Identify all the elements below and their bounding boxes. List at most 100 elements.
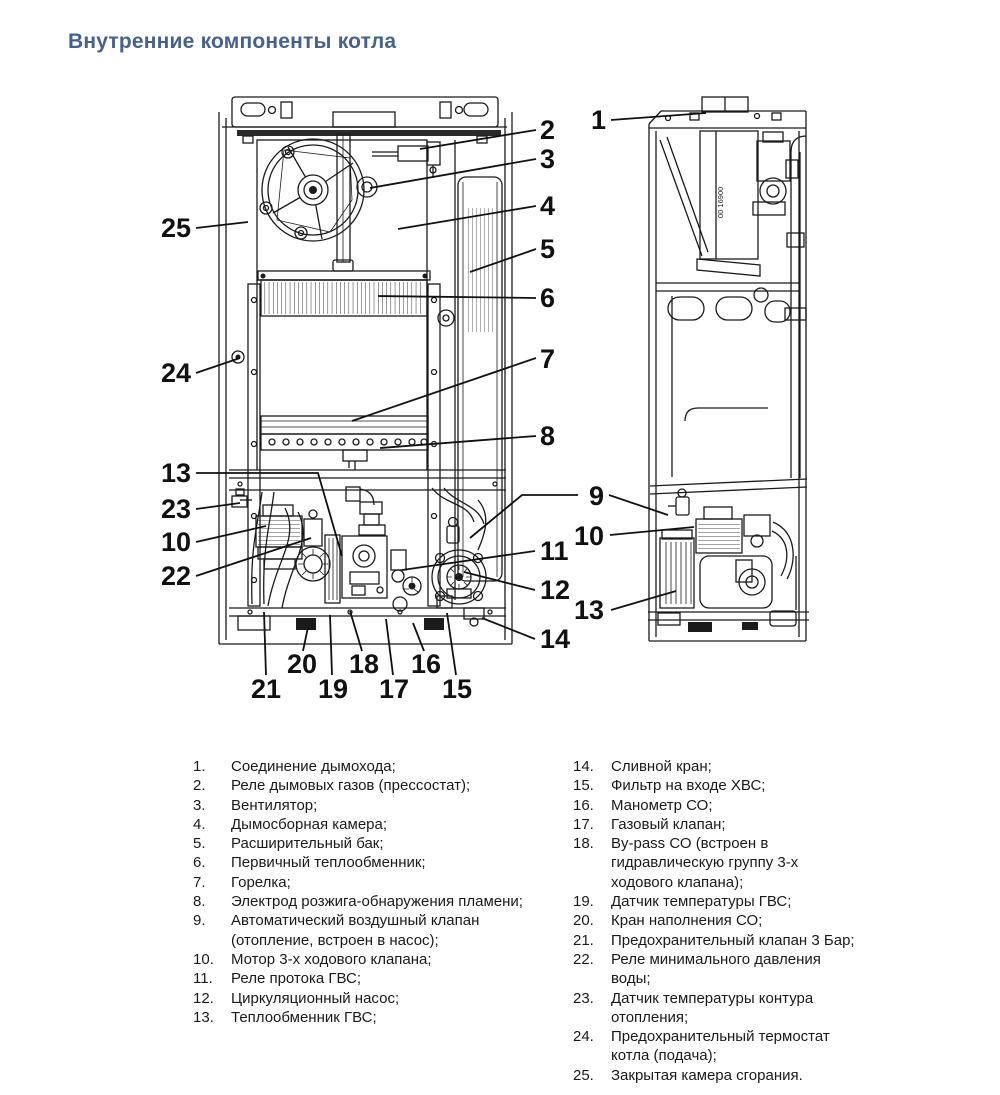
callout-number: 11 [540,536,569,566]
page-title: Внутренние компоненты котла [68,30,397,53]
sealed-chamber-side: 00 16900 [696,130,761,277]
mounting-bracket [222,96,507,144]
legend-item-text: Реле дымовых газов (прессостат); [231,777,471,795]
hydraulics-side [648,488,809,632]
legend-item-text: Электрод розжига-обнаружения пламени; [231,893,523,911]
legend-item-number: 5. [193,835,206,853]
side-cabinet [648,110,807,642]
fan-side [752,131,799,216]
legend-item-text: Горелка; [231,873,291,891]
ignition-electrode [342,449,368,462]
legend-item-text: Закрытая камера сгорания. [611,1066,803,1084]
legend-item: 6.Первичный теплообменник; [193,853,541,872]
legend-item: 21.Предохранительный клапан 3 Бар; [573,931,863,950]
callout-number: 4 [540,191,555,221]
boiler-diagram-svg: 00 16900 [161,96,809,704]
legend-item-number: 7. [193,873,206,891]
callout-number: 22 [161,561,191,591]
legend-item-text: Автоматический воздушный клапан (отоплен… [231,912,480,949]
legend-item-text: Вентилятор; [231,796,318,814]
legend-item-number: 16. [573,796,594,814]
side-view-drawing: 00 16900 [648,96,809,642]
dhw-flow-switch [390,549,407,583]
primary-heat-exchanger [257,270,431,317]
legend-item: 3.Вентилятор; [193,796,541,815]
legend-item-text: Датчик температуры контура отопления; [611,989,814,1026]
dhw-heat-exchanger-side [659,529,695,609]
legend-item-number: 10. [193,950,214,968]
callout-number: 6 [540,283,555,313]
callout-number: 5 [540,234,555,264]
electrode-tube [332,133,354,272]
callout-number: 20 [287,649,317,679]
callout-number: 14 [540,624,570,654]
callout-number: 24 [161,358,191,388]
legend-item: 22.Реле минимального давления воды; [573,950,863,989]
water-pressure-switch [303,509,323,547]
legend-item-number: 17. [573,815,594,833]
legend-item: 7. Горелка; [193,873,541,892]
legend-item-number: 12. [193,989,214,1007]
legend-item: 4. Дымосборная камера; [193,815,541,834]
legend-column-1: 1.Соединение дымохода; 2.Реле дымовых га… [193,757,541,1085]
legend-item-number: 23. [573,989,594,1007]
callout-number: 21 [251,674,281,704]
filling-cock [303,620,315,628]
callout-number: 13 [161,458,191,488]
legend-item-number: 14. [573,758,594,775]
callout-number: 25 [161,213,191,243]
legend-item-number: 4. [193,815,206,833]
hydraulic-group [231,486,487,627]
callout-number: 3 [540,144,555,174]
legend-item-text: Первичный теплообменник; [231,854,426,872]
legend-item-text: Предохранительный клапан 3 Бар; [611,931,855,949]
legend-item-number: 18. [573,835,594,853]
callout-number: 1 [591,105,606,135]
callout-number: 10 [161,527,191,557]
gas-valve [341,535,388,599]
legend-item: 12.Циркуляционный насос; [193,989,541,1008]
burner [260,415,429,470]
cabinet-frame [218,112,513,645]
legend-item: 8.Электрод розжига-обнаружения пламени; [193,892,541,911]
legend-item-text: Реле протока ГВС; [231,970,362,988]
legend-item-text: Дымосборная камера; [231,815,388,833]
legend-item-text: Сливной кран; [611,758,712,775]
front-view-drawing [218,96,513,645]
legend-item-text: Кран наполнения СО; [611,912,763,930]
legend-item: 23. Датчик температуры контура отопления; [573,989,863,1028]
legend-item-number: 9. [193,912,206,930]
callout-number: 23 [161,494,191,524]
safety-thermostat [231,350,245,364]
expansion-tank [457,176,503,582]
boiler-diagram: 00 16900 [0,85,1000,725]
legend-item-number: 13. [193,1008,214,1026]
callout-number: 13 [574,595,604,625]
legend-item-text: Датчик температуры ГВС; [611,893,792,911]
auto-air-valve [446,516,460,544]
legend-item: 1.Соединение дымохода; [193,757,541,776]
legend-item: 17.Газовый клапан; [573,815,863,834]
legend-item: 13. Теплообменник ГВС; [193,1008,541,1027]
safety-valve [295,546,331,582]
legend-item-text: Предохранительный термостат котла (подач… [611,1028,830,1065]
callout-numbers: 2 3 4 5 6 7 8 11 12 14 25 24 13 23 10 22… [161,105,606,704]
flue-pipe-side [784,135,807,478]
legend-item: 20.Кран наполнения СО; [573,911,863,930]
legend-item-text: Расширительный бак; [231,835,384,853]
legend: 1.Соединение дымохода; 2.Реле дымовых га… [193,757,863,1085]
dhw-sensor-turbine [402,576,422,596]
valve-motor-side [695,506,743,554]
callout-number: 12 [540,575,570,605]
legend-item-number: 25. [573,1066,594,1084]
legend-item-text: Теплообменник ГВС; [231,1008,377,1026]
legend-item: 11.Реле протока ГВС; [193,969,541,988]
callout-number: 16 [411,649,441,679]
auto-air-valve-side [668,488,690,516]
leader-lines [195,112,707,676]
callout-number: 17 [379,674,409,704]
legend-item-number: 1. [193,758,206,775]
legend-item: 10.Мотор 3-х ходового клапана; [193,950,541,969]
legend-item: 16.Манометр СО; [573,796,863,815]
